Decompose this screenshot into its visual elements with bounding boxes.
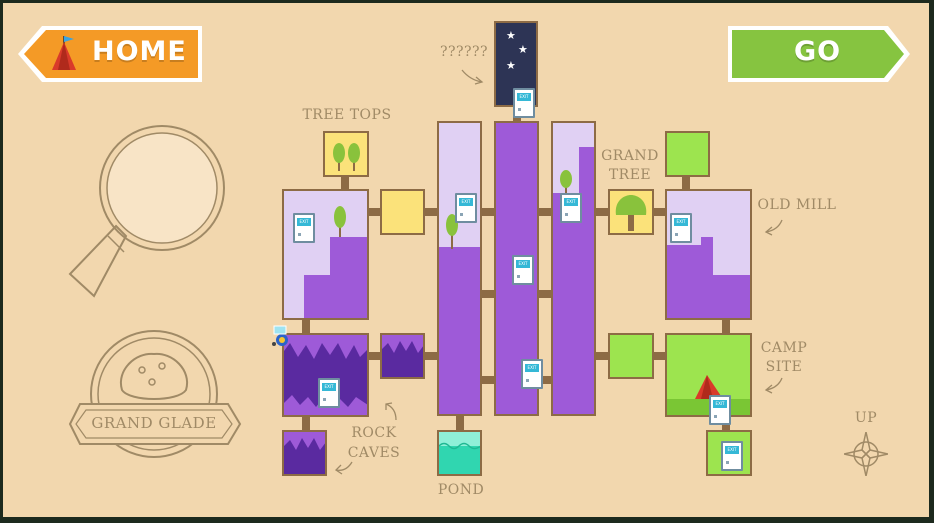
label-rock-caves-line1: ROCK [351, 425, 397, 441]
arrow-icon [385, 402, 397, 421]
compass-icon [844, 432, 888, 476]
arrow-icon [764, 377, 783, 394]
exit-door-icon[interactable]: EXIT [721, 441, 743, 471]
tent-icon [52, 36, 76, 70]
trees-icon [333, 143, 360, 171]
room-old-mill[interactable] [665, 189, 752, 320]
home-button[interactable]: HOME [16, 24, 204, 84]
label-rock-caves-line2: CAVES [347, 445, 401, 461]
exit-door-icon[interactable]: EXIT [709, 395, 731, 425]
go-button[interactable]: GO [726, 24, 912, 84]
room-column-3[interactable] [551, 121, 596, 416]
grand-tree-icon [615, 195, 647, 231]
arrow-icon [764, 219, 783, 236]
room-grand-tree[interactable] [608, 189, 654, 235]
room-left-hill[interactable] [282, 189, 369, 320]
room-yellow[interactable] [380, 189, 425, 235]
room-tree-tops[interactable] [323, 131, 369, 177]
room-lime-top[interactable] [665, 131, 710, 177]
compass-label: UP [854, 410, 878, 426]
area-badge: GRAND GLADE [66, 330, 242, 460]
star-icon: ★ [506, 29, 516, 42]
exit-door-icon[interactable]: EXIT [521, 359, 543, 389]
exit-door-icon[interactable]: EXIT [670, 213, 692, 243]
exit-door-icon[interactable]: EXIT [318, 378, 340, 408]
label-old-mill: OLD MILL [757, 197, 837, 213]
star-icon: ★ [518, 43, 528, 56]
arrow-icon [334, 461, 353, 475]
exit-door-icon[interactable]: EXIT [512, 255, 534, 285]
room-small-cave[interactable] [380, 333, 425, 379]
arrow-icon [461, 69, 484, 85]
label-camp-site-line1: CAMP [760, 340, 808, 356]
exit-door-icon[interactable]: EXIT [513, 88, 535, 118]
exit-door-icon[interactable]: EXIT [455, 193, 477, 223]
home-label: HOME [92, 36, 187, 67]
room-pond[interactable] [437, 430, 482, 476]
label-grand-tree-line2: TREE [608, 167, 652, 183]
label-grand-tree-line1: GRAND [601, 148, 659, 164]
label-tree-tops: TREE TOPS [302, 107, 392, 123]
label-pond: POND [437, 482, 485, 498]
room-camp-site[interactable] [665, 333, 752, 417]
label-mystery: ?????? [439, 44, 489, 60]
room-lime-mid[interactable] [608, 333, 654, 379]
player-marker-icon[interactable] [268, 324, 292, 348]
magnifier-icon [68, 125, 225, 298]
room-column-1[interactable] [437, 121, 482, 416]
stump-emblem-icon [68, 330, 242, 458]
label-camp-site-line2: SITE [765, 359, 803, 375]
exit-door-icon[interactable]: EXIT [560, 193, 582, 223]
area-name: GRAND GLADE [91, 414, 217, 432]
room-bottom-cave[interactable] [282, 430, 327, 476]
go-label: GO [794, 36, 842, 67]
star-icon: ★ [506, 59, 516, 72]
exit-door-icon[interactable]: EXIT [293, 213, 315, 243]
